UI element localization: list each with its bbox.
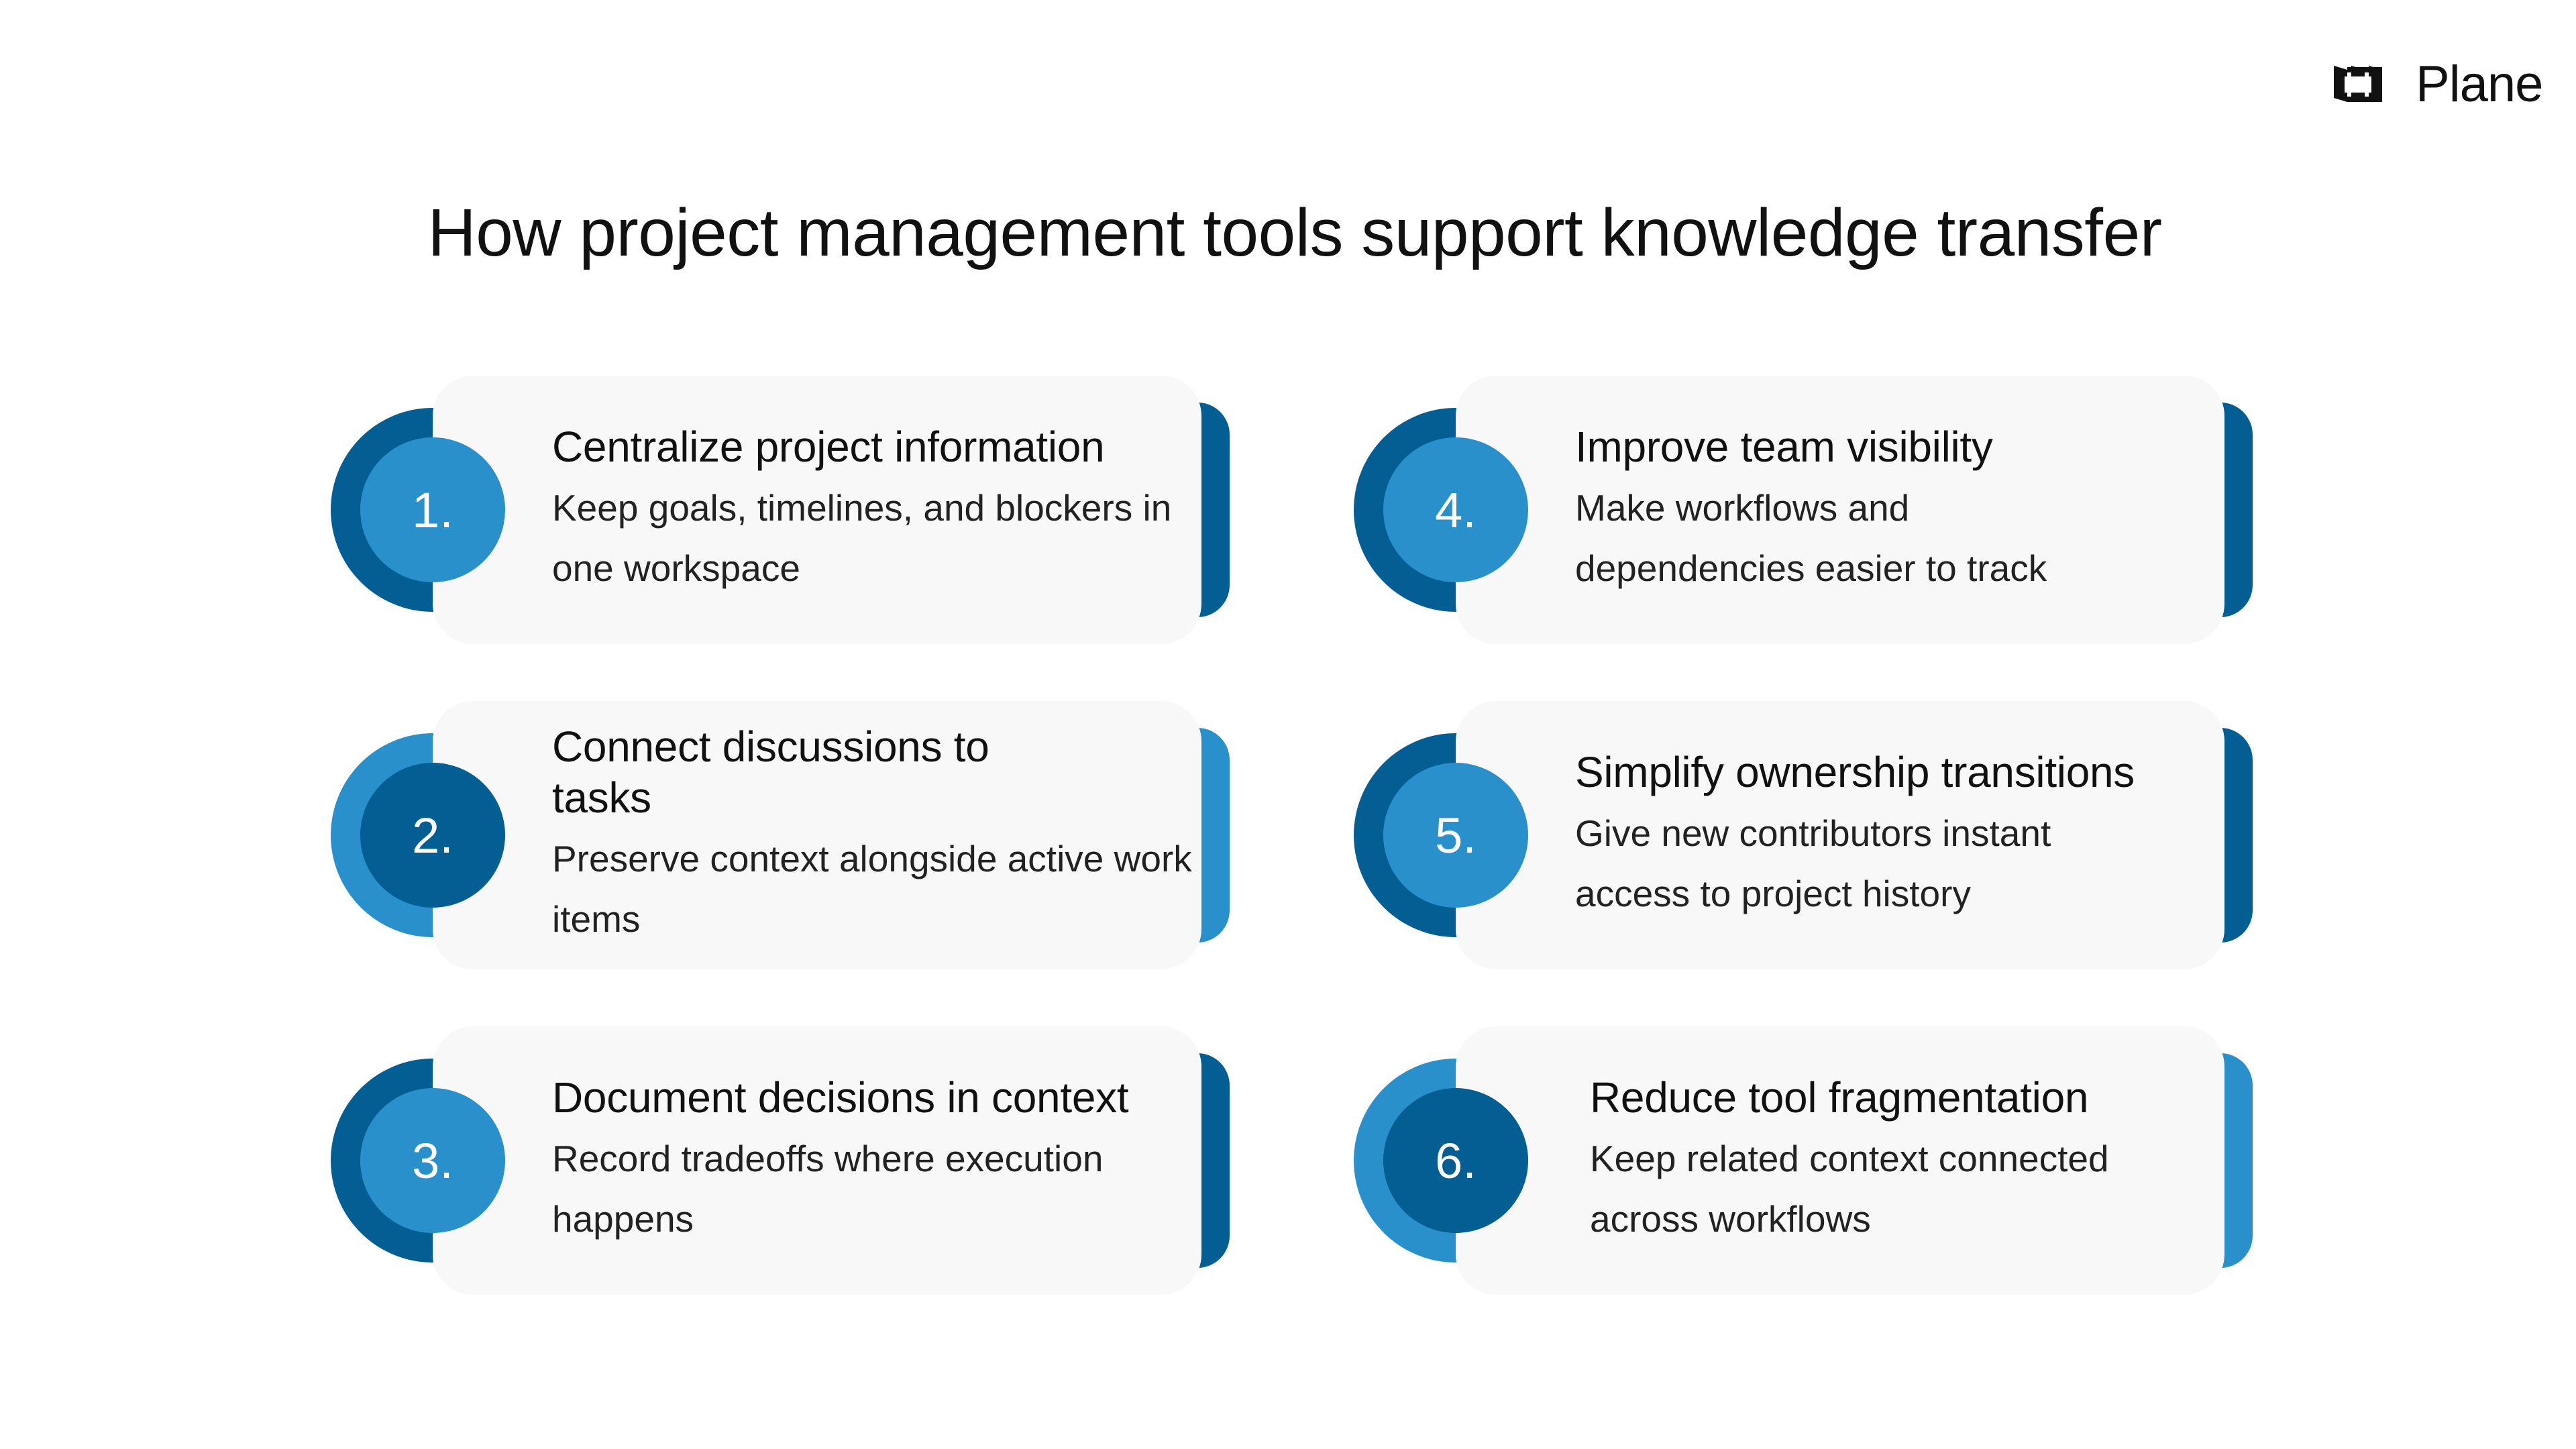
card-body	[433, 376, 1201, 644]
number-badge: 2.	[360, 763, 505, 908]
number-badge: 1.	[360, 437, 505, 582]
number-badge: 5.	[1383, 763, 1528, 908]
card-description: Make workflows and dependencies easier t…	[1575, 487, 2047, 589]
card-description: Record tradeoffs where execution happens	[552, 1138, 1104, 1240]
number-badge: 4.	[1383, 437, 1528, 582]
card-description: Give new contributors instant access to …	[1575, 812, 2051, 914]
number-badge: 6.	[1383, 1088, 1528, 1233]
card-body	[1456, 701, 2224, 969]
card-heading: Improve team visibility	[1575, 423, 1993, 471]
card-heading: Connect discussions to tasks	[552, 722, 989, 822]
brand-logo: Plane	[2331, 55, 2543, 113]
card-heading: Document decisions in context	[552, 1073, 1129, 1122]
card-body	[1456, 1026, 2224, 1295]
card-description: Preserve context alongside active work i…	[552, 838, 1192, 940]
number-badge: 3.	[360, 1088, 505, 1233]
card-heading: Simplify ownership transitions	[1575, 748, 2135, 796]
card-heading: Centralize project information	[552, 423, 1105, 471]
brand-name: Plane	[2416, 56, 2543, 113]
card-3: 3. Document decisions in context Record …	[331, 1026, 1230, 1295]
card-body	[1456, 376, 2224, 644]
card-4: 4. Improve team visibility Make workflow…	[1354, 376, 2253, 644]
plane-logo-icon	[2334, 65, 2382, 102]
card-2: 2. Connect discussions to tasks Preserve…	[331, 701, 1230, 969]
card-body	[433, 701, 1201, 969]
card-1: 1. Centralize project information Keep g…	[331, 376, 1230, 644]
card-description: Keep related context connected across wo…	[1590, 1138, 2109, 1240]
card-6: 6. Reduce tool fragmentation Keep relate…	[1354, 1026, 2253, 1295]
card-description: Keep goals, timelines, and blockers in o…	[552, 487, 1172, 589]
card-heading: Reduce tool fragmentation	[1590, 1073, 2089, 1122]
card-5: 5. Simplify ownership transitions Give n…	[1354, 701, 2253, 969]
page-title: How project management tools support kno…	[427, 195, 2163, 270]
card-body	[433, 1026, 1201, 1295]
